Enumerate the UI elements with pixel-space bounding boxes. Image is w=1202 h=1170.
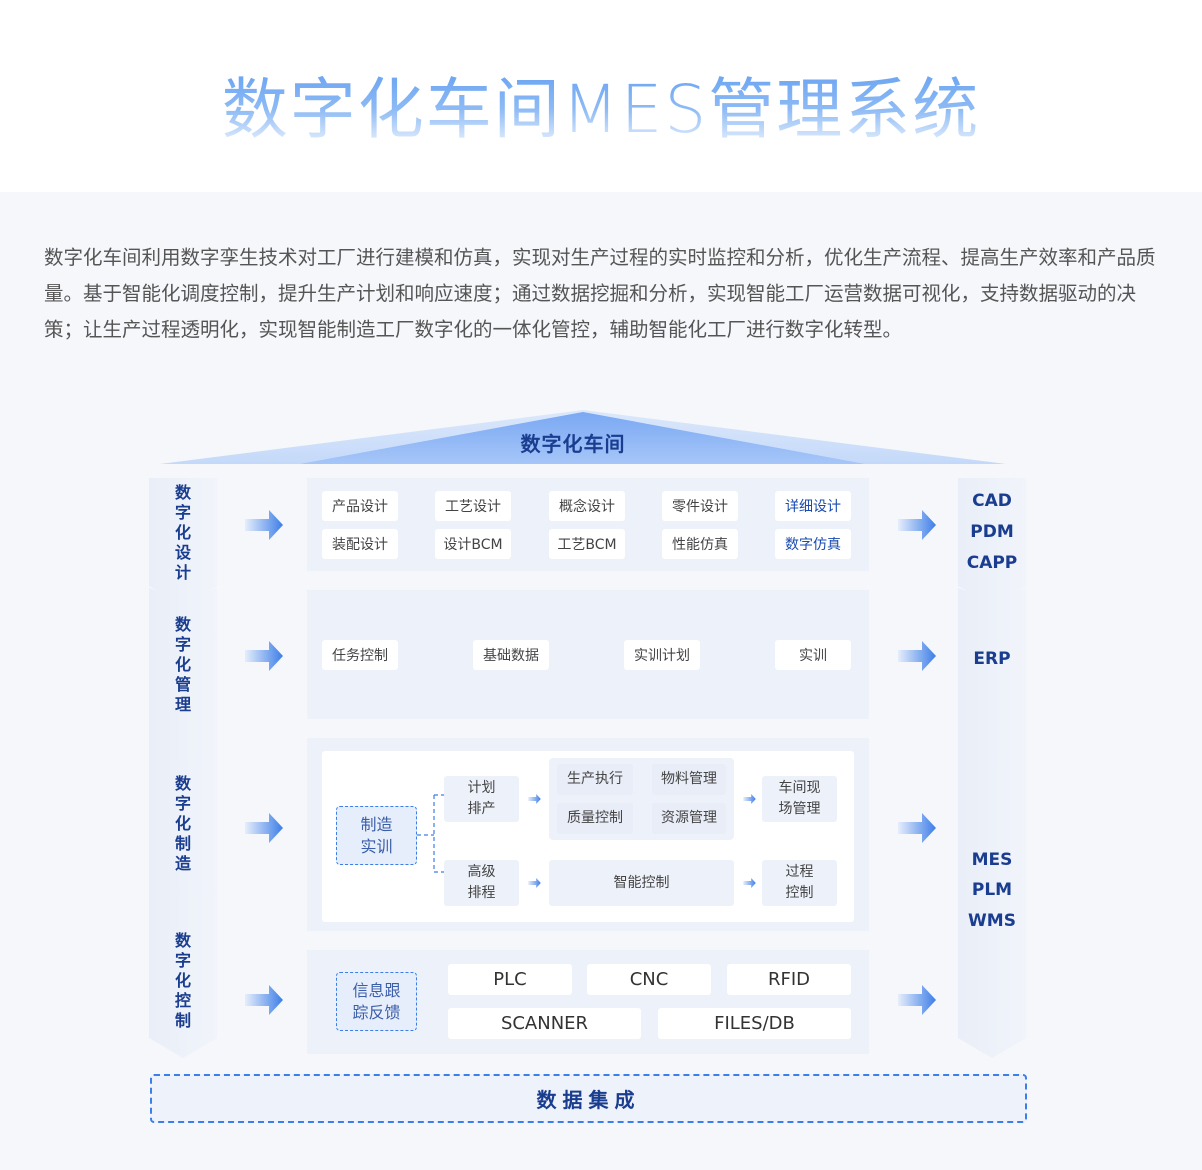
right-plm: PLM [971,880,1013,900]
vertical-char: 字 [174,794,191,813]
vertical-char: 数 [174,774,191,793]
right-cad: CAD [972,491,1012,511]
item-advanced-schedule[interactable]: 高级 排程 [444,860,519,906]
item-rfid[interactable]: RFID [727,964,851,995]
vertical-char: 数 [174,931,191,950]
item-material-mgmt[interactable]: 物料管理 [652,764,726,795]
connector-lines [417,794,444,873]
small-arrow-icon [743,878,756,888]
vertical-char: 制 [174,1011,191,1030]
right-pdm: PDM [970,522,1014,542]
right-mes: MES [971,850,1013,870]
item-smart-control[interactable]: 智能控制 [549,860,734,906]
right-erp: ERP [973,649,1011,669]
vertical-char: 化 [174,654,191,674]
item-concept-design[interactable]: 概念设计 [549,491,625,521]
small-arrow-icon [743,794,756,804]
vertical-char: 计 [174,563,191,582]
right-seg-manage: ERP [958,588,1026,746]
left-seg-make: 数字化制造 [149,725,217,929]
right-seg-design: CAD PDM CAPP [958,478,1026,606]
item-detail-design[interactable]: 详细设计 [775,491,851,521]
arrow-right-icon [898,985,936,1015]
item-part-design[interactable]: 零件设计 [662,491,738,521]
item-assembly-design[interactable]: 装配设计 [322,529,398,559]
item-task-control[interactable]: 任务控制 [322,640,398,670]
vertical-char: 化 [174,814,191,833]
item-product-design[interactable]: 产品设计 [322,491,398,521]
item-process-design[interactable]: 工艺设计 [435,491,511,521]
data-integration-bar: 数据集成 [150,1074,1027,1123]
arrow-right-icon [898,641,936,671]
small-arrow-icon [528,794,541,804]
vertical-char: 理 [174,694,191,714]
vertical-char: 字 [174,503,191,522]
item-plc[interactable]: PLC [448,964,572,995]
vertical-char: 控 [174,991,191,1010]
vertical-char: 管 [174,674,191,694]
vertical-char: 造 [174,854,191,873]
item-cnc[interactable]: CNC [587,964,711,995]
page-title: 数字化车间MES管理系统 [0,56,1202,152]
make-root: 制造 实训 [336,806,417,865]
vertical-char: 化 [174,523,191,542]
arrow-right-icon [245,641,283,671]
right-capp: CAPP [966,553,1018,573]
arrow-right-icon [245,813,283,843]
vertical-char: 字 [174,951,191,970]
item-site-mgmt[interactable]: 车间现 场管理 [762,776,837,822]
right-wms: WMS [968,911,1016,931]
vertical-char: 设 [174,543,191,562]
small-arrow-icon [528,878,541,888]
vertical-char: 制 [174,834,191,853]
vertical-char: 化 [174,971,191,990]
item-training[interactable]: 实训 [775,640,851,670]
item-base-data[interactable]: 基础数据 [473,640,549,670]
arrow-right-icon [898,510,936,540]
arrow-right-icon [898,813,936,843]
left-label-control: 数字化控制 [149,922,217,1040]
item-training-plan[interactable]: 实训计划 [624,640,700,670]
left-label-manage: 数字化管理 [149,602,217,727]
vertical-char: 字 [174,634,191,654]
roof-title: 数字化车间 [520,432,626,456]
left-seg-design: 数字化设计 [149,478,217,606]
left-label-design: 数字化设计 [149,478,217,588]
left-label-make: 数字化制造 [149,739,217,909]
intro-paragraph: 数字化车间利用数字孪生技术对工厂进行建模和仿真，实现对生产过程的实时监控和分析，… [44,246,1156,341]
item-design-bcm[interactable]: 设计BCM [435,529,511,559]
item-scanner[interactable]: SCANNER [448,1008,641,1039]
left-seg-control: 数字化控制 [149,908,217,1058]
item-quality-control[interactable]: 质量控制 [557,803,633,834]
item-plan-schedule[interactable]: 计划 排产 [444,776,519,822]
header-band [0,0,1202,192]
right-seg-make: MES PLM WMS [958,725,1026,1058]
item-files-db[interactable]: FILES/DB [658,1008,851,1039]
arrow-right-icon [245,985,283,1015]
item-process-control[interactable]: 过程 控制 [762,860,837,906]
roof-shape [160,410,1006,464]
item-production-exec[interactable]: 生产执行 [557,764,633,795]
item-performance-sim[interactable]: 性能仿真 [662,529,738,559]
item-digital-sim[interactable]: 数字仿真 [775,529,851,559]
item-process-bcm[interactable]: 工艺BCM [549,529,625,559]
item-resource-mgmt[interactable]: 资源管理 [652,803,726,834]
vertical-char: 数 [174,614,191,634]
vertical-char: 数 [174,483,191,502]
left-seg-manage: 数字化管理 [149,588,217,746]
arrow-right-icon [245,510,283,540]
control-root: 信息跟 踪反馈 [336,972,417,1031]
